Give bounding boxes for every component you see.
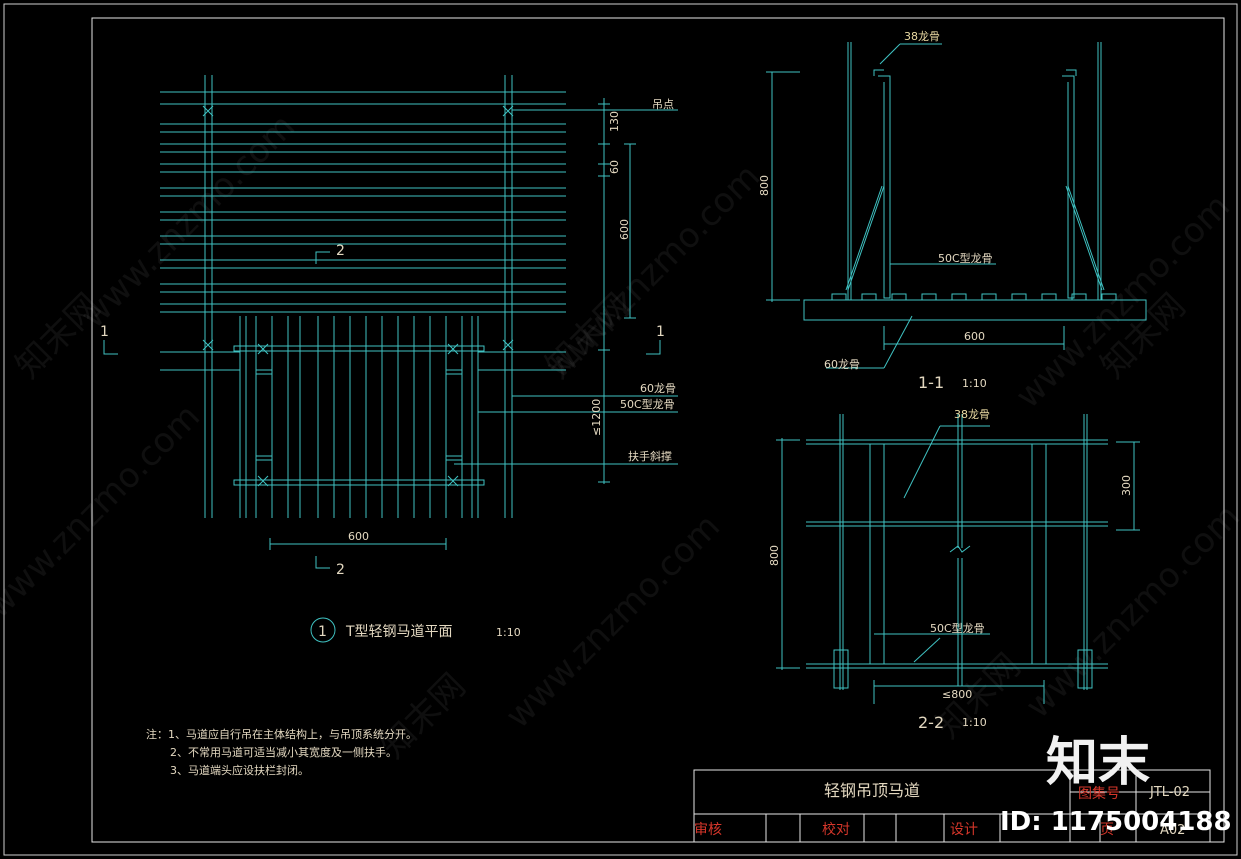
watermark-layer: www.znzmo.com www.znzmo.com www.znzmo.co… <box>0 106 1241 766</box>
dim-60: 60 <box>608 160 621 174</box>
atlas-label: 图集号 <box>1078 785 1120 802</box>
page-number: A02 <box>1160 823 1185 838</box>
section-marker <box>103 340 118 355</box>
dim-800-22-horizontal: ≤800 <box>942 688 972 701</box>
watermark-text: 知末网 <box>538 286 638 386</box>
label-38-keel-11: 38龙骨 <box>904 30 940 43</box>
plan-title: T型轻钢马道平面 <box>345 624 453 640</box>
section-2-2 <box>776 414 1140 704</box>
dim-800-22-vertical: 800 <box>768 545 781 566</box>
review-label: 审核 <box>694 822 722 838</box>
watermark-text: 知末网 <box>8 286 108 386</box>
sheet-inner-border <box>91 17 1225 843</box>
dim-130: 130 <box>608 111 621 132</box>
keel-blocks <box>831 293 1117 301</box>
label-60-keel-11: 60龙骨 <box>824 358 860 371</box>
label-50c-keel: 50C型龙骨 <box>620 397 675 411</box>
dim-600-horizontal: 600 <box>348 530 369 543</box>
label-38-keel-22: 38龙骨 <box>954 408 990 421</box>
title-block <box>693 769 1211 843</box>
section-1-1-title: 1-1 <box>918 373 944 392</box>
plan-view <box>103 75 678 643</box>
note-2: 2、不常用马道可适当减小其宽度及一侧扶手。 <box>170 745 397 759</box>
section-1-left: 1 <box>100 324 109 340</box>
dim-800-11: 800 <box>758 175 771 196</box>
watermark-text: www.znzmo.com <box>73 106 303 336</box>
horizontal-keels <box>160 91 566 371</box>
section-marker <box>315 556 330 569</box>
page-label: 页 <box>1100 822 1114 838</box>
section-1-1 <box>766 42 1147 369</box>
label-50c-keel-11: 50C型龙骨 <box>938 251 993 265</box>
image-id: ID: 1175004188 <box>1000 807 1232 837</box>
watermark-text: www.znzmo.com <box>0 396 208 626</box>
label-60-keel: 60龙骨 <box>640 382 676 395</box>
note-1: 注：1、马道应自行吊在主体结构上，与吊顶系统分开。 <box>146 727 417 741</box>
dim-600-11: 600 <box>964 330 985 343</box>
plan-leaders <box>454 109 678 465</box>
section-marker <box>315 251 330 264</box>
watermark-text: www.znzmo.com <box>498 506 728 736</box>
label-handrail-brace: 扶手斜撑 <box>628 449 672 463</box>
hanging-point-marks <box>202 105 514 487</box>
dim-300-22: 300 <box>1120 475 1133 496</box>
plan-scale: 1:10 <box>496 626 521 639</box>
label-50c-keel-22: 50C型龙骨 <box>930 621 985 635</box>
drawing-name: 轻钢吊顶马道 <box>824 781 920 800</box>
atlas-number: JTL-02 <box>1149 785 1190 800</box>
section-2-bottom: 2 <box>336 562 345 578</box>
section-2-top: 2 <box>336 243 345 259</box>
plan-dimensions <box>269 98 636 550</box>
section-2-2-title: 2-2 <box>918 713 944 732</box>
dim-1200: ≤1200 <box>590 399 603 436</box>
walkway-slats <box>239 316 479 518</box>
label-hanging-point: 吊点 <box>652 98 674 111</box>
section-1-right: 1 <box>656 324 665 340</box>
view-number: 1 <box>318 624 327 640</box>
brand-logo: 知末 <box>1046 733 1150 793</box>
section-marker <box>646 340 661 355</box>
note-3: 3、马道端头应设扶栏封闭。 <box>170 763 309 777</box>
design-label: 设计 <box>950 822 978 838</box>
check-label: 校对 <box>822 821 850 838</box>
watermark-text: www.znzmo.com <box>1018 496 1241 726</box>
view-number-circle <box>310 617 336 643</box>
dim-600-vertical: 600 <box>618 219 631 240</box>
sheet-outer-border <box>3 3 1238 856</box>
section-2-2-scale: 1:10 <box>962 716 987 729</box>
section-1-1-scale: 1:10 <box>962 377 987 390</box>
